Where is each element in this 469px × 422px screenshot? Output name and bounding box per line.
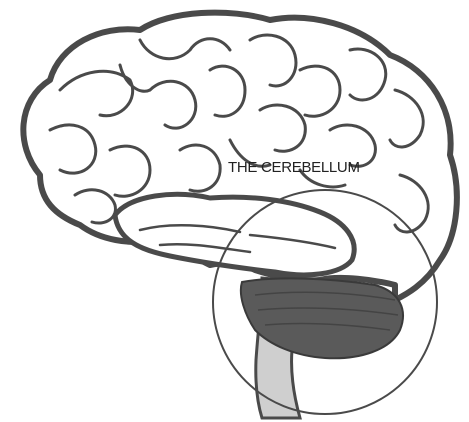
cerebellum-label: THE CEREBELLUM (228, 159, 360, 176)
